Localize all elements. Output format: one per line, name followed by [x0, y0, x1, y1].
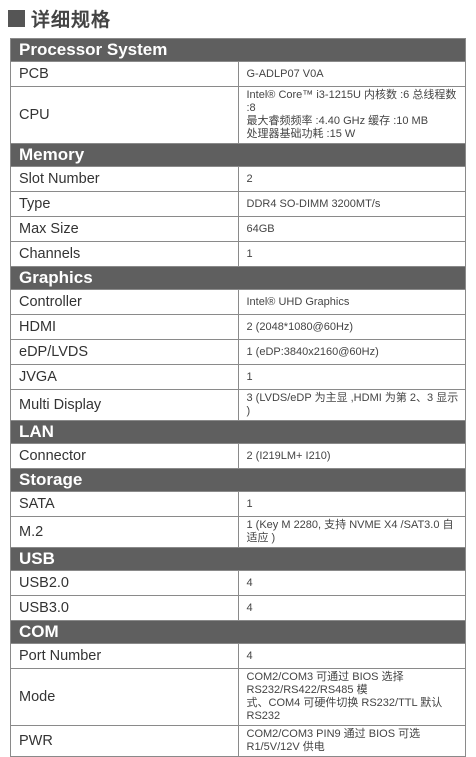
spec-value-line: 3 (LVDS/eDP 为主显 ,HDMI 为第 2、3 显示 ) [246, 392, 459, 417]
section-header: Memory [10, 143, 466, 167]
section-title: Graphics [10, 266, 466, 290]
section-title: COM [10, 620, 466, 644]
spec-value: 3 (LVDS/eDP 为主显 ,HDMI 为第 2、3 显示 ) [237, 389, 466, 421]
spec-value-line: 4 [246, 649, 253, 662]
spec-value-line: COM2/COM3 可通过 BIOS 选择 RS232/RS422/RS485 … [246, 671, 404, 696]
spec-value-line: 2 [246, 172, 253, 185]
section-title: Processor System [10, 38, 466, 62]
spec-row: Max Size 64GB [10, 216, 466, 242]
spec-row: Type DDR4 SO-DIMM 3200MT/s [10, 191, 466, 217]
spec-value-line: 2 (2048*1080@60Hz) [246, 320, 354, 333]
spec-value: 1 [237, 364, 466, 390]
spec-value-line: 式、COM4 可硬件切换 RS232/TTL 默认 RS232 [246, 697, 443, 722]
section-header: Processor System [10, 38, 466, 62]
spec-value-line: 1 (Key M 2280, 支持 NVME X4 /SAT3.0 自适应 ) [246, 519, 454, 544]
section-header: COM [10, 620, 466, 644]
spec-label: Slot Number [10, 166, 239, 192]
spec-label: PWR [10, 725, 239, 757]
spec-value-line: 4 [246, 601, 253, 614]
spec-heading: 详细规格 [8, 6, 112, 31]
spec-value: COM2/COM3 PIN9 通过 BIOS 可选 R1/5V/12V 供电 [237, 725, 466, 757]
spec-label: Mode [10, 668, 239, 726]
spec-value-line: 1 (eDP:3840x2160@60Hz) [246, 345, 379, 358]
spec-row: PWR COM2/COM3 PIN9 通过 BIOS 可选 R1/5V/12V 供… [10, 725, 466, 757]
spec-label: USB2.0 [10, 570, 239, 596]
spec-label: PCB [10, 61, 239, 87]
spec-label: Multi Display [10, 389, 239, 421]
spec-value: 2 (2048*1080@60Hz) [237, 314, 466, 340]
spec-row: Channels 1 [10, 241, 466, 267]
section-title: LAN [10, 420, 466, 444]
spec-value-line: 1 [246, 370, 253, 383]
spec-value: 2 (I219LM+ I210) [237, 443, 466, 469]
page-title: 详细规格 [31, 9, 112, 31]
spec-row: PCB G-ADLP07 V0A [10, 61, 466, 87]
spec-value: 1 [237, 491, 466, 517]
spec-value: COM2/COM3 可通过 BIOS 选择 RS232/RS422/RS485 … [237, 668, 466, 726]
spec-row: USB3.0 4 [10, 595, 466, 621]
spec-row: USB2.0 4 [10, 570, 466, 596]
spec-label: eDP/LVDS [10, 339, 239, 365]
spec-value: 4 [237, 570, 466, 596]
spec-row: JVGA 1 [10, 364, 466, 390]
spec-value: 64GB [237, 216, 466, 242]
spec-value-line: 1 [246, 497, 253, 510]
spec-label: Channels [10, 241, 239, 267]
section-header: Storage [10, 468, 466, 492]
spec-value-line: 1 [246, 247, 253, 260]
spec-value-line: 64GB [246, 222, 275, 235]
spec-value: 4 [237, 643, 466, 669]
spec-label: Max Size [10, 216, 239, 242]
spec-row: Connector 2 (I219LM+ I210) [10, 443, 466, 469]
spec-label: Controller [10, 289, 239, 315]
spec-value: Intel® UHD Graphics [237, 289, 466, 315]
section-header: Graphics [10, 266, 466, 290]
spec-row: Slot Number 2 [10, 166, 466, 192]
spec-label: JVGA [10, 364, 239, 390]
spec-value: 2 [237, 166, 466, 192]
spec-label: Port Number [10, 643, 239, 669]
spec-row: eDP/LVDS 1 (eDP:3840x2160@60Hz) [10, 339, 466, 365]
spec-label: USB3.0 [10, 595, 239, 621]
spec-row: SATA 1 [10, 491, 466, 517]
spec-value-line: COM2/COM3 PIN9 通过 BIOS 可选 R1/5V/12V 供电 [246, 728, 421, 753]
spec-value: 1 [237, 241, 466, 267]
spec-value-line: Intel® Core™ i3-1215U 内核数 :6 总线程数 :8 [246, 89, 457, 114]
section-header: USB [10, 547, 466, 571]
spec-value-line: Intel® UHD Graphics [246, 295, 350, 308]
spec-label: Connector [10, 443, 239, 469]
spec-value: G-ADLP07 V0A [237, 61, 466, 87]
section-title: Memory [10, 143, 466, 167]
spec-value: 1 (eDP:3840x2160@60Hz) [237, 339, 466, 365]
spec-value-line: G-ADLP07 V0A [246, 67, 324, 80]
spec-value: DDR4 SO-DIMM 3200MT/s [237, 191, 466, 217]
heading-square-icon [8, 9, 25, 27]
spec-row: Controller Intel® UHD Graphics [10, 289, 466, 315]
spec-label: CPU [10, 86, 239, 144]
spec-label: Type [10, 191, 239, 217]
spec-row: M.2 1 (Key M 2280, 支持 NVME X4 /SAT3.0 自适应… [10, 516, 466, 548]
section-header: LAN [10, 420, 466, 444]
spec-value-line: 2 (I219LM+ I210) [246, 449, 331, 462]
spec-label: SATA [10, 491, 239, 517]
spec-row: Mode COM2/COM3 可通过 BIOS 选择 RS232/RS422/RS… [10, 668, 466, 726]
spec-row: Port Number 4 [10, 643, 466, 669]
spec-value: 1 (Key M 2280, 支持 NVME X4 /SAT3.0 自适应 ) [237, 516, 466, 548]
spec-label: HDMI [10, 314, 239, 340]
spec-value-line: 最大睿频频率 :4.40 GHz 缓存 :10 MB [246, 115, 429, 127]
spec-value-line: 4 [246, 576, 253, 589]
spec-label: M.2 [10, 516, 239, 548]
spec-value-line: DDR4 SO-DIMM 3200MT/s [246, 197, 381, 210]
spec-row: Multi Display 3 (LVDS/eDP 为主显 ,HDMI 为第 2、… [10, 389, 466, 421]
spec-value: 4 [237, 595, 466, 621]
section-title: Storage [10, 468, 466, 492]
section-title: USB [10, 547, 466, 571]
spec-value-line: 处理器基础功耗 :15 W [246, 128, 356, 140]
spec-row: HDMI 2 (2048*1080@60Hz) [10, 314, 466, 340]
